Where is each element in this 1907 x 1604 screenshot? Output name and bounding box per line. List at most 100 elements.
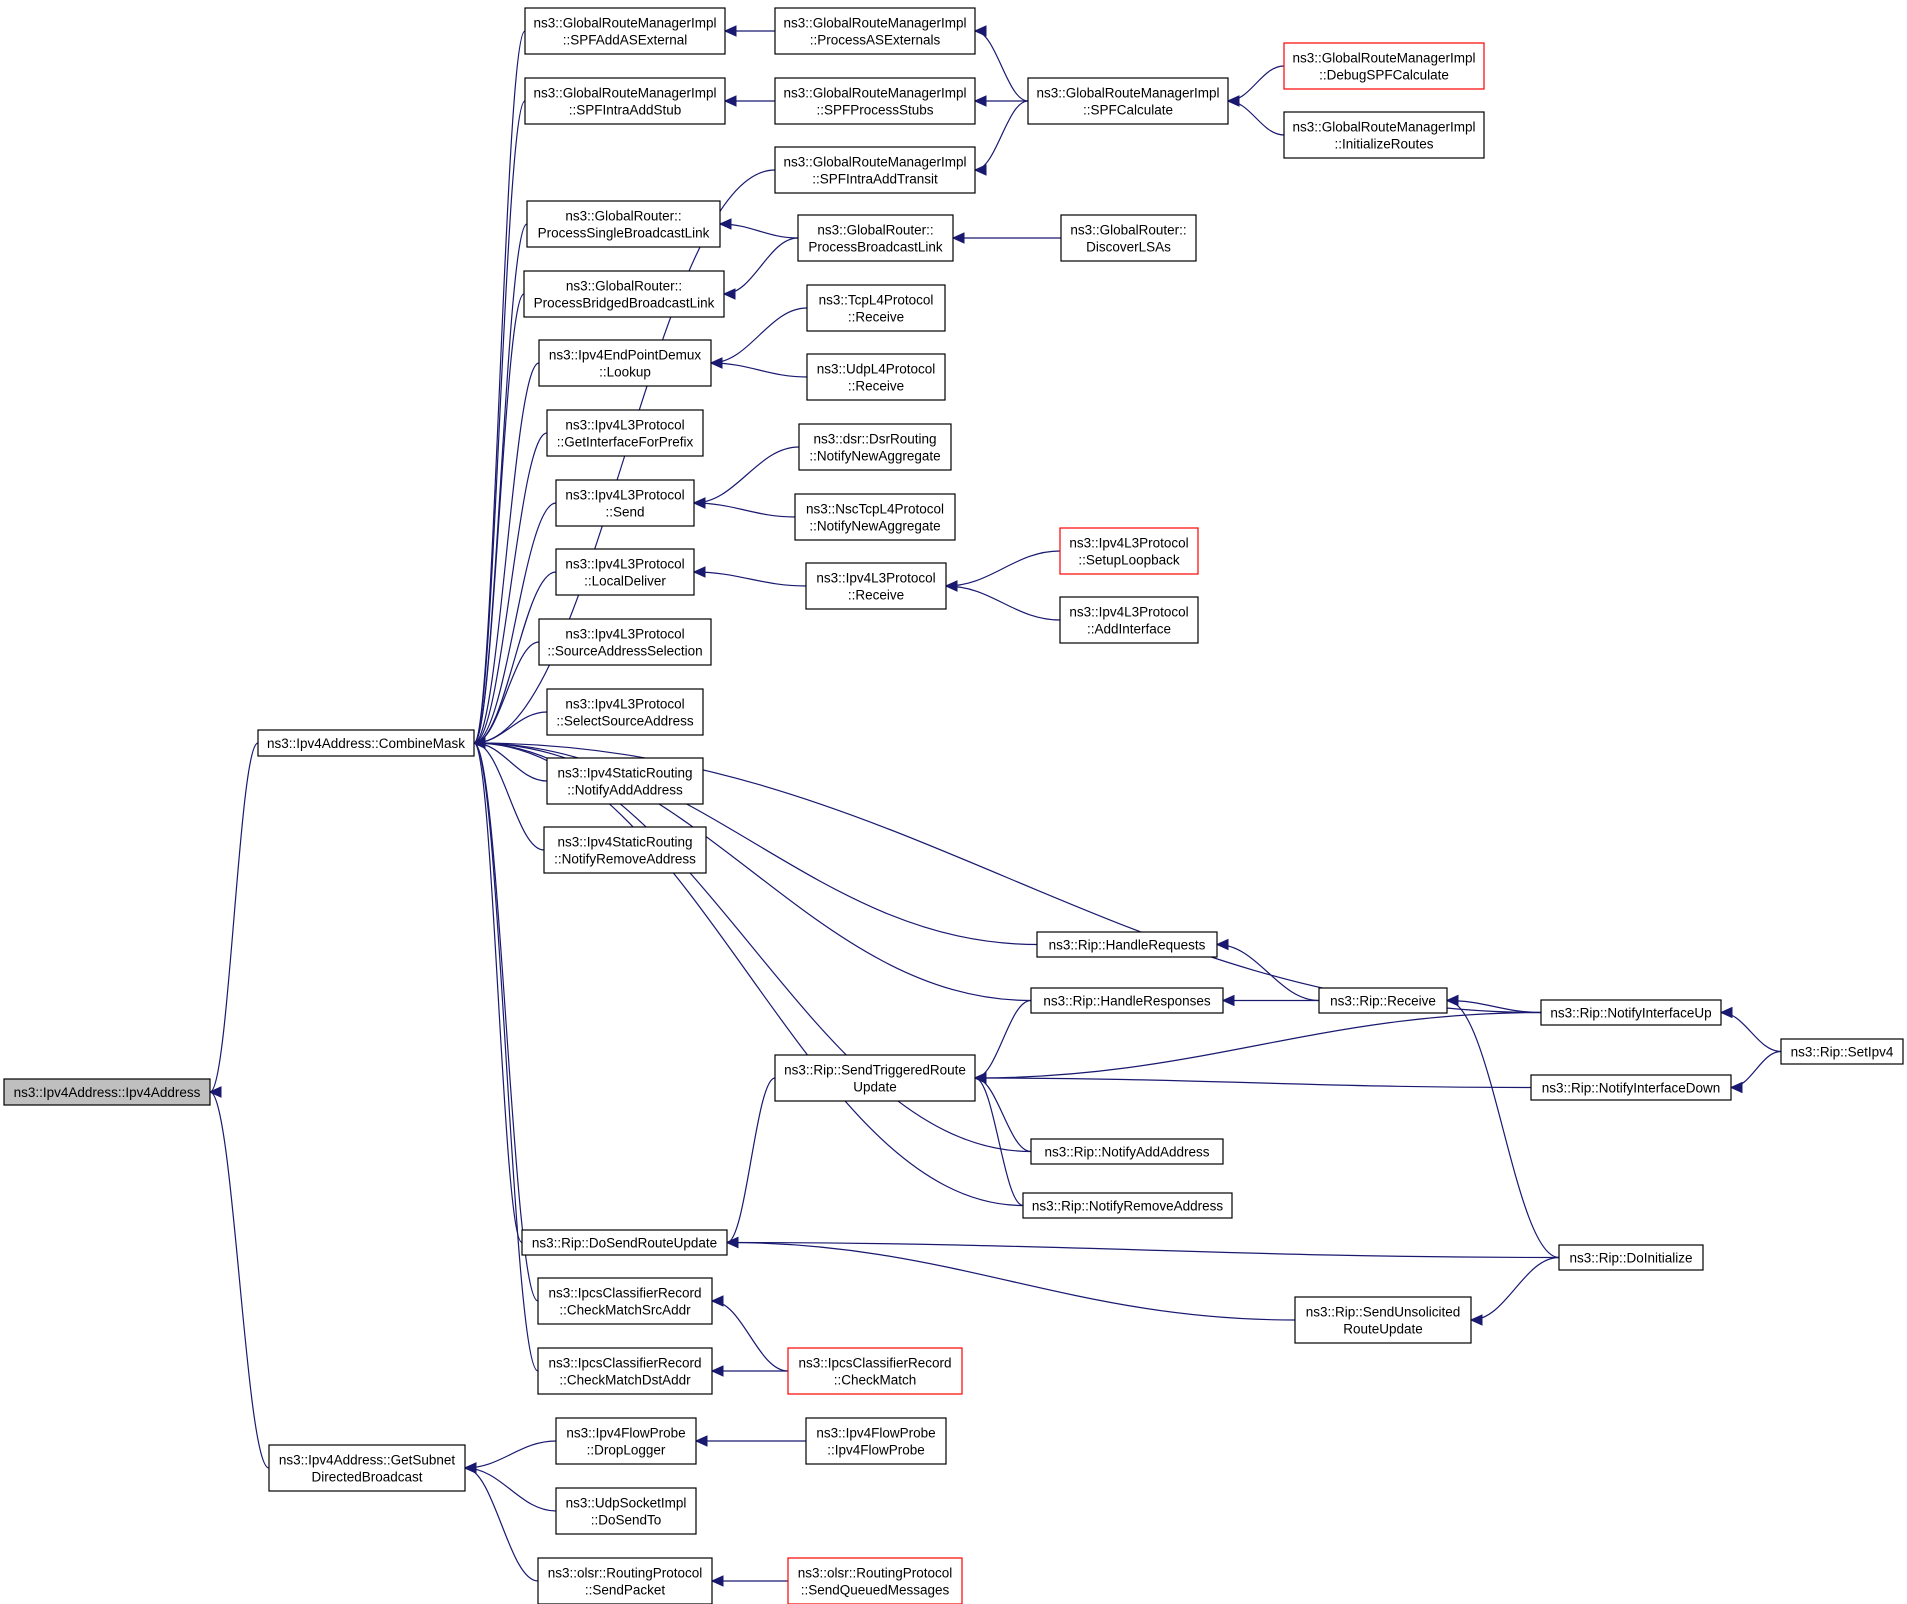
node-box	[1780, 1038, 1904, 1065]
arrowhead	[1226, 95, 1240, 107]
node-label: ::SelectSourceAddress	[556, 714, 694, 729]
node-initroutes[interactable]: ns3::GlobalRouteManagerImpl::InitializeR…	[1283, 111, 1485, 159]
node-spfcalc[interactable]: ns3::GlobalRouteManagerImpl::SPFCalculat…	[1027, 77, 1229, 125]
node-dsragg[interactable]: ns3::dsr::DsrRouting::NotifyNewAggregate	[798, 423, 952, 471]
node-riprecv[interactable]: ns3::Rip::Receive	[1318, 987, 1448, 1014]
node-label: ns3::GlobalRouteManagerImpl	[783, 155, 966, 170]
node-procbridged[interactable]: ns3::GlobalRouter::ProcessBridgedBroadca…	[523, 270, 725, 318]
node-tcprecv[interactable]: ns3::TcpL4Protocol::Receive	[806, 284, 946, 332]
node-ripnotifyadd[interactable]: ns3::Rip::NotifyAddAddress	[1030, 1138, 1224, 1165]
node-discover[interactable]: ns3::GlobalRouter::DiscoverLSAs	[1060, 214, 1197, 262]
node-setuploop[interactable]: ns3::Ipv4L3Protocol::SetupLoopback	[1059, 527, 1199, 575]
node-label: ns3::Rip::NotifyRemoveAddress	[1032, 1199, 1224, 1214]
node-label: ::Lookup	[599, 365, 651, 380]
node-combine[interactable]: ns3::Ipv4Address::CombineMask	[257, 729, 475, 757]
node-ripnotifyremove[interactable]: ns3::Rip::NotifyRemoveAddress	[1022, 1192, 1233, 1219]
node-box	[3, 1078, 211, 1106]
node-label: ns3::GlobalRouteManagerImpl	[1036, 86, 1219, 101]
arrowhead	[723, 25, 737, 37]
node-label: ns3::GlobalRouteManagerImpl	[1292, 120, 1475, 135]
call-edge	[1730, 1050, 1782, 1089]
node-udprecv[interactable]: ns3::UdpL4Protocol::Receive	[806, 353, 946, 401]
node-label: ns3::Ipv4FlowProbe	[566, 1426, 685, 1441]
call-edge	[710, 362, 808, 378]
node-label: ns3::Rip::HandleResponses	[1043, 994, 1211, 1009]
node-label: ns3::GlobalRouteManagerImpl	[1292, 51, 1475, 66]
call-edge	[974, 1077, 1024, 1207]
arrowhead	[472, 737, 486, 749]
node-doinit[interactable]: ns3::Rip::DoInitialize	[1558, 1244, 1704, 1271]
node-sendqueued[interactable]: ns3::olsr::RoutingProtocol::SendQueuedMe…	[787, 1557, 963, 1604]
node-droplogger[interactable]: ns3::Ipv4FlowProbe::DropLogger	[555, 1417, 697, 1465]
call-edge	[464, 1467, 557, 1512]
call-edge	[974, 1011, 1542, 1079]
node-staticremove[interactable]: ns3::Ipv4StaticRouting::NotifyRemoveAddr…	[543, 826, 707, 874]
call-edge	[726, 1241, 1296, 1321]
node-dosend[interactable]: ns3::Rip::DoSendRouteUpdate	[521, 1229, 728, 1256]
node-label: ns3::Ipv4L3Protocol	[565, 557, 684, 572]
node-label: ns3::GlobalRouter::	[817, 223, 933, 238]
node-setipv4[interactable]: ns3::Rip::SetIpv4	[1780, 1038, 1904, 1065]
node-label: ns3::Ipv4L3Protocol	[565, 697, 684, 712]
node-label: ns3::GlobalRouter::	[566, 279, 682, 294]
arrowhead	[1445, 994, 1459, 1007]
node-flowprobe[interactable]: ns3::Ipv4FlowProbe::Ipv4FlowProbe	[805, 1417, 947, 1465]
node-localdeliver[interactable]: ns3::Ipv4L3Protocol::LocalDeliver	[555, 548, 695, 596]
node-nscagg[interactable]: ns3::NscTcpL4Protocol::NotifyNewAggregat…	[794, 493, 956, 541]
node-matchdst[interactable]: ns3::IpcsClassifierRecord::CheckMatchDst…	[537, 1347, 713, 1395]
node-label: ::ProcessASExternals	[810, 33, 941, 48]
node-matchsrc[interactable]: ns3::IpcsClassifierRecord::CheckMatchSrc…	[537, 1277, 713, 1325]
node-srcaddrsel[interactable]: ns3::Ipv4L3Protocol::SourceAddressSelect…	[538, 618, 712, 666]
node-handleresp[interactable]: ns3::Rip::HandleResponses	[1030, 987, 1224, 1014]
node-debugspf[interactable]: ns3::GlobalRouteManagerImpl::DebugSPFCal…	[1283, 42, 1485, 90]
node-root[interactable]: ns3::Ipv4Address::Ipv4Address	[3, 1078, 211, 1106]
node-lookup[interactable]: ns3::Ipv4EndPointDemux::Lookup	[538, 339, 712, 387]
node-getiface[interactable]: ns3::Ipv4L3Protocol::GetInterfaceForPref…	[546, 409, 704, 457]
node-spfprocstubs[interactable]: ns3::GlobalRouteManagerImpl::SPFProcessS…	[774, 77, 976, 125]
node-box	[1283, 111, 1485, 159]
call-edge	[473, 432, 548, 744]
node-udpdosend[interactable]: ns3::UdpSocketImpl::DoSendTo	[555, 1487, 697, 1535]
call-edge	[974, 30, 1029, 102]
node-handlereq[interactable]: ns3::Rip::HandleRequests	[1036, 931, 1218, 958]
node-addiface[interactable]: ns3::Ipv4L3Protocol::AddInterface	[1059, 596, 1199, 644]
node-procbroadcast[interactable]: ns3::GlobalRouter::ProcessBroadcastLink	[797, 214, 954, 262]
node-procasext[interactable]: ns3::GlobalRouteManagerImpl::ProcessASEx…	[774, 7, 976, 55]
call-edge	[473, 742, 1032, 1002]
arrowhead	[1215, 938, 1229, 951]
node-staticadd[interactable]: ns3::Ipv4StaticRouting::NotifyAddAddress	[546, 757, 704, 805]
node-box	[537, 1557, 713, 1604]
node-spfintratransit[interactable]: ns3::GlobalRouteManagerImpl::SPFIntraAdd…	[774, 146, 976, 194]
node-olsrsend[interactable]: ns3::olsr::RoutingProtocol::SendPacket	[537, 1557, 713, 1604]
node-selsrc[interactable]: ns3::Ipv4L3Protocol::SelectSourceAddress	[546, 688, 704, 736]
node-spfaddas[interactable]: ns3::GlobalRouteManagerImpl::SPFAddASExt…	[524, 7, 726, 55]
node-label: DiscoverLSAs	[1086, 240, 1171, 255]
arrowhead	[725, 1236, 739, 1249]
node-box	[774, 146, 976, 194]
node-box	[538, 339, 712, 387]
node-label: ::SPFIntraAddTransit	[812, 172, 938, 187]
node-box	[524, 7, 726, 55]
node-send[interactable]: ns3::Ipv4L3Protocol::Send	[555, 479, 695, 527]
call-edge	[711, 1300, 789, 1372]
node-checkmatch[interactable]: ns3::IpcsClassifierRecord::CheckMatch	[787, 1347, 963, 1395]
node-box	[798, 423, 952, 471]
node-box	[555, 1487, 697, 1535]
node-label: ns3::Ipv4StaticRouting	[557, 766, 692, 781]
node-ifaceup[interactable]: ns3::Rip::NotifyInterfaceUp	[1540, 999, 1722, 1026]
node-box	[543, 826, 707, 874]
node-procsingle[interactable]: ns3::GlobalRouter::ProcessSingleBroadcas…	[526, 200, 721, 248]
node-label: ::SPFIntraAddStub	[569, 103, 682, 118]
node-label: ns3::dsr::DsrRouting	[813, 432, 936, 447]
node-spfintrastub[interactable]: ns3::GlobalRouteManagerImpl::SPFIntraAdd…	[524, 77, 726, 125]
node-label: ns3::GlobalRouter::	[1070, 223, 1186, 238]
arrowhead	[1469, 1314, 1483, 1326]
node-l3recv[interactable]: ns3::Ipv4L3Protocol::Receive	[805, 562, 947, 610]
node-box	[774, 7, 976, 55]
node-ifacedown[interactable]: ns3::Rip::NotifyInterfaceDown	[1530, 1074, 1732, 1101]
node-getsubnet[interactable]: ns3::Ipv4Address::GetSubnetDirectedBroad…	[268, 1444, 466, 1492]
call-edge	[710, 307, 808, 364]
